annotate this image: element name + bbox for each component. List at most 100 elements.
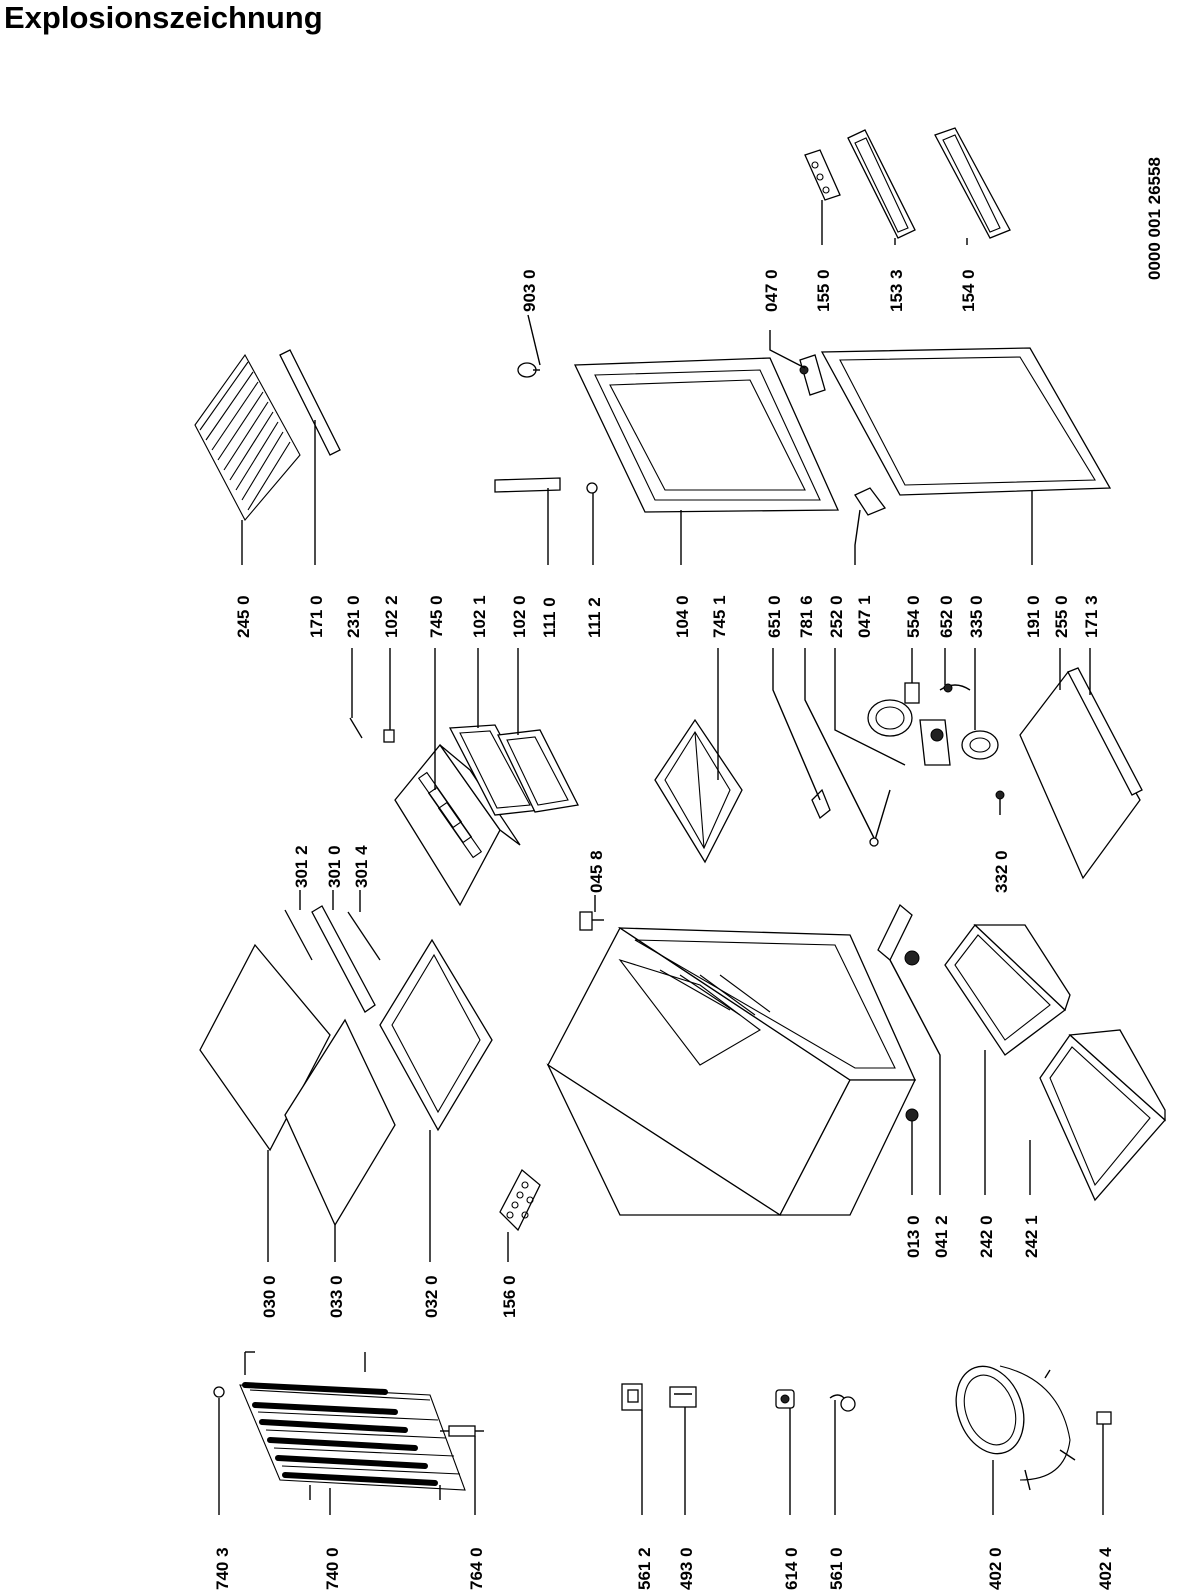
thermostat-small-part (775, 1389, 795, 1409)
callout-2310: 231 0 (344, 595, 363, 638)
cabinet-part (546, 927, 917, 1216)
callout-7816: 781 6 (797, 595, 816, 638)
condenser-part (239, 1351, 466, 1500)
callout-3010: 301 0 (325, 845, 344, 888)
callout-5540: 554 0 (904, 595, 923, 638)
crisper-drawer-part (944, 924, 1071, 1056)
sensor-tube-part (869, 789, 891, 847)
foot-bracket-part (877, 903, 920, 966)
callout-1040: 104 0 (673, 595, 692, 638)
foot-part (905, 1108, 919, 1122)
door-part (573, 357, 839, 513)
cable-part (939, 683, 971, 693)
egg-tray-part (499, 1168, 541, 1232)
callout-2420: 242 0 (977, 1215, 996, 1258)
thermostat-housing-part (867, 699, 951, 766)
freezer-flap-part (497, 729, 579, 813)
callout-6140: 614 0 (782, 1547, 801, 1590)
callout-1540: 154 0 (959, 269, 978, 312)
door-shelf-small-part (847, 129, 916, 239)
thermostat-knob-part (961, 730, 999, 760)
callout-7400: 740 0 (323, 1547, 342, 1590)
trim-strip-part (284, 909, 313, 961)
knob-part (517, 362, 540, 378)
callout-6520: 652 0 (937, 595, 956, 638)
door-shelf-large-part (934, 127, 1011, 239)
door-stop-part (579, 911, 604, 931)
callout-2550: 255 0 (1052, 595, 1071, 638)
overload-protector-part (669, 1386, 697, 1408)
callout-0300: 030 0 (260, 1275, 279, 1318)
doc-number: 0000 001 26558 (1145, 157, 1164, 280)
callout-7451: 745 1 (710, 595, 729, 638)
lower-hinge-part (854, 487, 887, 516)
callout-3320: 332 0 (992, 850, 1011, 893)
relay-part (621, 1383, 643, 1411)
callout-9030: 903 0 (520, 269, 539, 312)
callout-0471: 047 1 (855, 595, 874, 638)
callout-1110: 111 0 (540, 597, 559, 638)
knob-screw-part (995, 790, 1005, 800)
hinge-pin-part (383, 729, 395, 743)
callout-1533: 153 3 (887, 269, 906, 312)
trim-strip-small-part (347, 911, 381, 961)
lamp-socket-part (811, 788, 831, 820)
callout-3014: 301 4 (352, 845, 371, 888)
callout-1021: 102 1 (470, 595, 489, 638)
connector-part (829, 1394, 856, 1412)
clip-part (213, 1386, 225, 1398)
dryer-filter-part (440, 1425, 484, 1437)
callout-1550: 155 0 (814, 269, 833, 312)
glass-shelf-cover-part (284, 1018, 396, 1227)
door-hinge-screw-part (586, 482, 598, 494)
callout-0412: 041 2 (932, 1215, 951, 1258)
crisper-rail-part (1067, 667, 1143, 796)
crisper-drawer-large-part (1039, 1029, 1166, 1202)
egg-holder-part (804, 149, 841, 201)
callout-0458: 045 8 (587, 850, 606, 893)
crisper-cover-part (1019, 670, 1141, 880)
door-hinge-bar-part (494, 477, 561, 493)
lamp-cover-part (904, 682, 920, 704)
page-title: Explosionszeichnung (4, 0, 323, 35)
upper-hinge-part (799, 354, 826, 396)
shelf-frame-part (379, 938, 493, 1132)
shelf-rail-part (279, 349, 341, 456)
callout-1710: 171 0 (307, 595, 326, 638)
callout-4020: 402 0 (986, 1547, 1005, 1590)
compressor-clip-part (1096, 1411, 1112, 1425)
glass-shelf-part (199, 943, 331, 1152)
hinge-part (349, 717, 363, 739)
callout-6510: 651 0 (765, 595, 784, 638)
wire-rack-part (194, 353, 301, 521)
leader-lines (218, 200, 1104, 1515)
evaporator-box-part (394, 743, 521, 907)
callout-1910: 191 0 (1024, 595, 1043, 638)
callout-7403: 740 3 (213, 1547, 232, 1590)
compressor-part (955, 1365, 1076, 1491)
callout-2450: 245 0 (234, 595, 253, 638)
callout-5612: 561 2 (635, 1547, 654, 1590)
callout-5610: 561 0 (827, 1547, 846, 1590)
callout-0330: 033 0 (327, 1275, 346, 1318)
callout-2421: 242 1 (1022, 1215, 1041, 1258)
callout-1112: 111 2 (585, 597, 604, 638)
evaporator-plate-part (654, 718, 743, 864)
callout-1022: 102 2 (382, 595, 401, 638)
callout-0320: 032 0 (422, 1275, 441, 1318)
callout-0130: 013 0 (904, 1215, 923, 1258)
callout-7450: 745 0 (427, 595, 446, 638)
callout-7640: 764 0 (467, 1547, 486, 1590)
callout-2520: 252 0 (827, 595, 846, 638)
callout-4024: 402 4 (1096, 1547, 1115, 1590)
trim-bar-part (311, 905, 376, 1013)
callout-0470: 047 0 (762, 269, 781, 312)
callout-1560: 156 0 (500, 1275, 519, 1318)
callout-3350: 335 0 (967, 595, 986, 638)
door-gasket-part (820, 347, 1112, 496)
callout-4930: 493 0 (677, 1547, 696, 1590)
callout-1713: 171 3 (1082, 595, 1101, 638)
callout-1020: 102 0 (510, 595, 529, 638)
callout-3012: 301 2 (292, 845, 311, 888)
